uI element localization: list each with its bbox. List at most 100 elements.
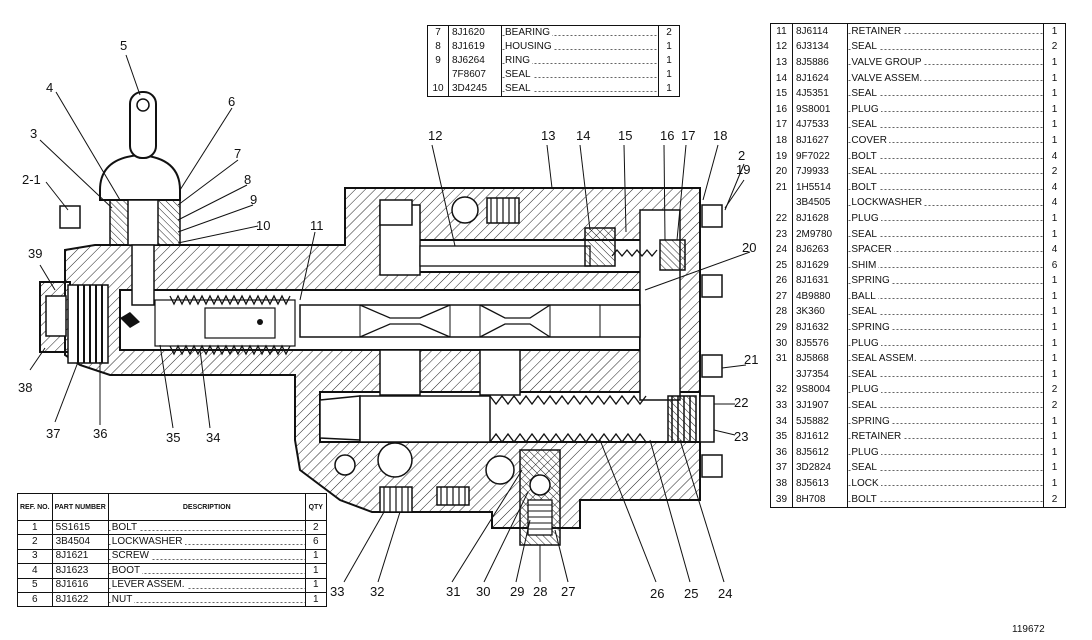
part-number-cell: 8J1632 [791,320,848,336]
ref-cell: 22 [775,212,788,224]
description-text: SEAL [505,69,533,80]
description-text: RETAINER [851,25,904,37]
callout-19: 19 [736,162,751,177]
description-text: SPRING [851,275,892,287]
part-number-cell: 3J1907 [791,398,848,414]
part-number-cell: 9F7022 [791,148,848,165]
callout-30: 30 [476,584,491,599]
qty-cell: 1 [1043,101,1066,118]
qty-cell: 6 [1043,257,1066,274]
part-number-cell: 4J5351 [791,86,848,102]
qty-cell: 1 [304,577,327,593]
qty-cell: 1 [304,563,327,579]
description-cell: SEAL [847,39,1044,56]
description-text: LOCKWASHER [851,197,925,209]
ref-cell: 20 [775,166,788,178]
qty-cell: 6 [304,534,327,550]
callout-16: 16 [660,128,675,143]
description-cell: SEAL [847,164,1044,180]
qty-cell: 1 [1043,351,1066,368]
description-text: BOLT [851,181,879,193]
description-text: SEAL [851,166,879,178]
part-number-cell: 8J5868 [791,351,848,368]
qty-cell: 1 [658,54,680,68]
description-cell: SCREW [107,548,306,564]
left-plug [67,284,109,364]
description-cell: SPRING [847,320,1044,336]
qty-cell: 1 [1043,226,1066,243]
qty-cell: 1 [1043,445,1066,461]
qty-cell: 1 [1043,304,1066,321]
description-text: SPACER [851,244,894,256]
callout-29: 29 [510,584,525,599]
ref-cell: 12 [775,41,788,53]
part-number-cell: 9S8004 [791,382,848,399]
qty-cell: 2 [304,519,327,535]
ref-cell: 27 [775,290,788,302]
callout-21: 21 [744,352,759,367]
description-text: SPRING [851,415,892,427]
part-number-cell: 7F8607 [448,68,502,82]
qty-cell: 1 [1043,367,1066,383]
description-cell: SEAL [847,367,1044,383]
description-cell: PLUG [847,211,1044,227]
callout-12: 12 [428,128,443,143]
part-number-cell: 8J5576 [791,335,848,352]
qty-cell: 2 [1043,382,1066,399]
callout-9: 9 [250,192,258,207]
description-text: PLUG [851,384,881,396]
qty-cell: 2 [1043,164,1066,180]
part-number-cell: 8J1612 [791,429,848,446]
callout-25: 25 [684,586,699,601]
qty-cell: 1 [1043,429,1066,446]
ref-cell: 2 [17,534,53,550]
part-number-cell: 8J1623 [51,563,109,579]
description-cell: LOCKWASHER [107,534,306,550]
ref-cell: 35 [775,431,788,443]
check-valve [519,449,561,546]
qty-cell: 4 [1043,179,1066,196]
ref-cell: 4 [17,563,53,579]
description-cell: SPRING [847,273,1044,290]
description-text: SEAL [851,306,879,318]
callout-18: 18 [713,128,728,143]
description-cell: SEAL [847,304,1044,321]
description-text: SEAL [851,88,879,100]
qty-cell: 1 [658,40,680,54]
description-text: RETAINER [851,431,904,443]
qty-cell: 1 [1043,211,1066,227]
description-cell: SEAL [501,68,659,82]
callout-22: 22 [734,395,749,410]
part-number-cell: 8J5886 [791,55,848,71]
callout-33: 33 [330,584,345,599]
callout-37: 37 [46,426,61,441]
description-text: VALVE ASSEM. [851,72,925,84]
qty-cell: 1 [1043,460,1066,477]
callout-34: 34 [206,430,221,445]
description-text: SEAL [851,119,879,131]
description-text: SEAL [851,41,879,53]
part-number-cell: 8J1628 [791,211,848,227]
header-ref: REF. NO. [17,493,53,521]
ref-cell: 15 [775,88,788,100]
callout-23: 23 [734,429,749,444]
ref-cell: 13 [775,56,788,68]
qty-cell: 1 [1043,320,1066,336]
qty-cell: 1 [304,548,327,564]
